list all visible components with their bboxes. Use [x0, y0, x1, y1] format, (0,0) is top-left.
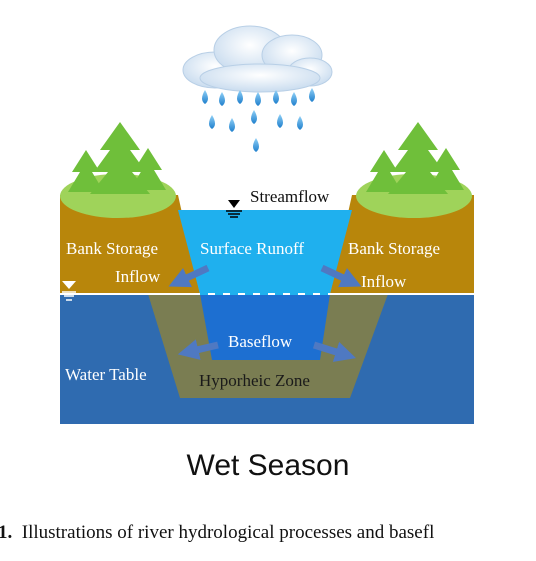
raindrop-icon — [277, 114, 283, 128]
right-bank-soil — [330, 195, 474, 294]
baseflow-channel — [200, 294, 330, 360]
baseflow-left-arrow — [177, 339, 219, 360]
tree-icon — [366, 122, 464, 194]
raindrop-icon — [291, 92, 297, 106]
raindrop-icon — [309, 88, 315, 102]
bank-storage-right-label: Bank Storage — [348, 239, 440, 258]
left-bank-soil — [60, 195, 200, 294]
raindrop-icon — [273, 90, 279, 104]
baseflow-label: Baseflow — [228, 332, 293, 351]
inflow-right-arrow — [320, 264, 362, 288]
raindrop-icon — [219, 92, 225, 106]
raindrop-icon — [209, 115, 215, 129]
raindrop-icon — [237, 90, 243, 104]
raindrop-icon — [229, 118, 235, 132]
streamflow-label: Streamflow — [250, 187, 330, 206]
raindrop-icon — [202, 90, 208, 104]
raindrop-icon — [251, 110, 257, 124]
raindrop-icon — [297, 116, 303, 130]
cloud-icon — [182, 25, 333, 93]
water-level-marker-icon — [226, 200, 242, 218]
inflow-left-arrow — [168, 264, 210, 288]
bank-storage-left-label: Bank Storage — [66, 239, 158, 258]
left-hill — [60, 122, 176, 218]
water-level-marker-icon — [62, 281, 76, 301]
tree-icon — [68, 122, 166, 194]
inflow-right-label: Inflow — [361, 272, 407, 291]
raindrop-icon — [255, 92, 261, 106]
raindrop-icon — [253, 138, 259, 152]
baseflow-right-arrow — [312, 341, 357, 362]
figure-caption: 1. Illustrations of river hydrological p… — [0, 522, 536, 544]
water-table-label: Water Table — [65, 365, 147, 384]
season-title: Wet Season — [187, 449, 350, 482]
inflow-left-label: Inflow — [115, 267, 161, 286]
surface-runoff-label: Surface Runoff — [200, 239, 304, 258]
figure-caption-text: Illustrations of river hydrological proc… — [21, 522, 435, 543]
hyporheic-zone-label: Hyporheic Zone — [199, 371, 310, 390]
right-hill — [356, 122, 472, 218]
figure-number: 1. — [0, 522, 13, 543]
river-water — [178, 210, 352, 294]
rain — [202, 88, 315, 152]
